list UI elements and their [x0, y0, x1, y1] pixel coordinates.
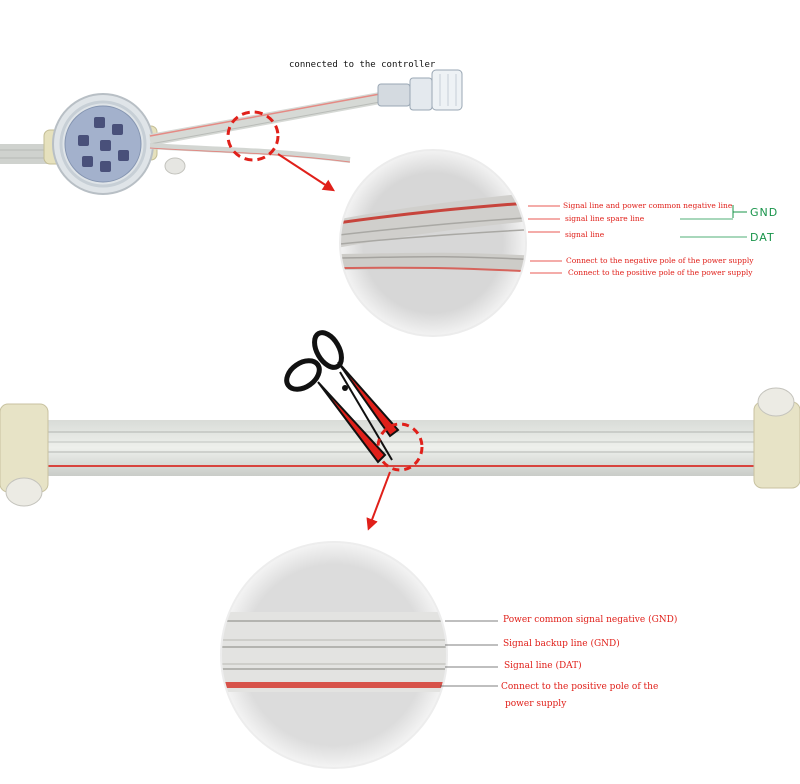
wire-label-top: Connect to the positive pole of the powe…	[568, 268, 753, 277]
wire-label-bottom: Power common signal negative (GND)	[503, 615, 678, 625]
scissors-pivot	[342, 385, 348, 391]
scissors-blade	[317, 381, 387, 464]
zoom-red-wire-lower	[340, 266, 526, 273]
zoom-wire	[340, 216, 526, 237]
zoom-cable-lower	[340, 252, 526, 272]
led-chip	[100, 161, 111, 172]
leader-lines-top	[528, 205, 747, 274]
wire-label-top: signal line	[565, 230, 605, 239]
magnifier-top-rim	[339, 149, 527, 337]
scissors-blade	[337, 361, 400, 438]
top-cable	[148, 92, 382, 163]
wire-label-top: Connect to the negative pole of the powe…	[566, 256, 754, 265]
led-chip	[78, 135, 89, 146]
connector-head	[431, 69, 463, 111]
highlight-circle-bottom	[376, 422, 424, 472]
zoom-red-wire	[340, 200, 526, 226]
led-chip	[82, 156, 93, 167]
dat-label: DAT	[750, 231, 775, 244]
scissors-handle	[312, 330, 344, 370]
magnifier-bottom-rim	[220, 541, 448, 769]
module-ring	[59, 100, 147, 188]
wire-label-bottom: Signal backup line (GND)	[503, 639, 620, 649]
cable-red-wire	[149, 93, 381, 137]
magnified-view-bottom	[220, 541, 448, 769]
strip-ear-right	[757, 387, 795, 417]
strip-cable	[0, 420, 800, 476]
zoom-cable-upper	[340, 192, 526, 249]
controller-label: connected to the controller	[289, 60, 436, 70]
cable-wire	[149, 101, 381, 145]
scissors-handle	[284, 358, 322, 392]
wire-label-bottom: Signal line (DAT)	[504, 661, 582, 671]
wire-label-bottom: Connect to the positive pole of the	[501, 682, 659, 692]
zoom-wire	[340, 255, 526, 261]
gnd-label: GND	[750, 206, 779, 219]
module-leds	[78, 117, 129, 172]
led-chip	[100, 140, 111, 151]
controller-connector	[377, 69, 463, 111]
wire-label-top: Signal line and power common negative li…	[563, 201, 733, 210]
scissors-icon	[284, 330, 400, 464]
zoom-strip-red-wire	[221, 682, 447, 688]
cable-tail	[149, 143, 351, 163]
strip-ear-left	[5, 477, 43, 507]
led-chip	[118, 150, 129, 161]
zoom-strip-cable	[221, 612, 447, 692]
cable-tail-red	[149, 147, 351, 163]
arrow-top	[277, 153, 336, 192]
pixel-module-photo	[0, 93, 186, 195]
arrow-bottom	[366, 471, 391, 531]
strip-cable-photo	[0, 387, 800, 507]
highlight-circle-top	[226, 110, 280, 162]
connector-sleeve	[377, 83, 411, 107]
wire-label-bottom: power supply	[505, 699, 567, 709]
led-chip	[94, 117, 105, 128]
leader-lines-bottom	[440, 620, 498, 687]
scissors-edge	[339, 371, 393, 461]
connector-body	[409, 77, 433, 111]
magnifier-top-bg	[340, 150, 526, 336]
led-chip	[112, 124, 123, 135]
magnified-view-top	[339, 149, 527, 337]
zoom-wire	[340, 228, 526, 246]
wire-label-top: signal line spare line	[565, 214, 645, 223]
cable-jacket	[148, 92, 382, 146]
module-tab	[164, 157, 186, 175]
